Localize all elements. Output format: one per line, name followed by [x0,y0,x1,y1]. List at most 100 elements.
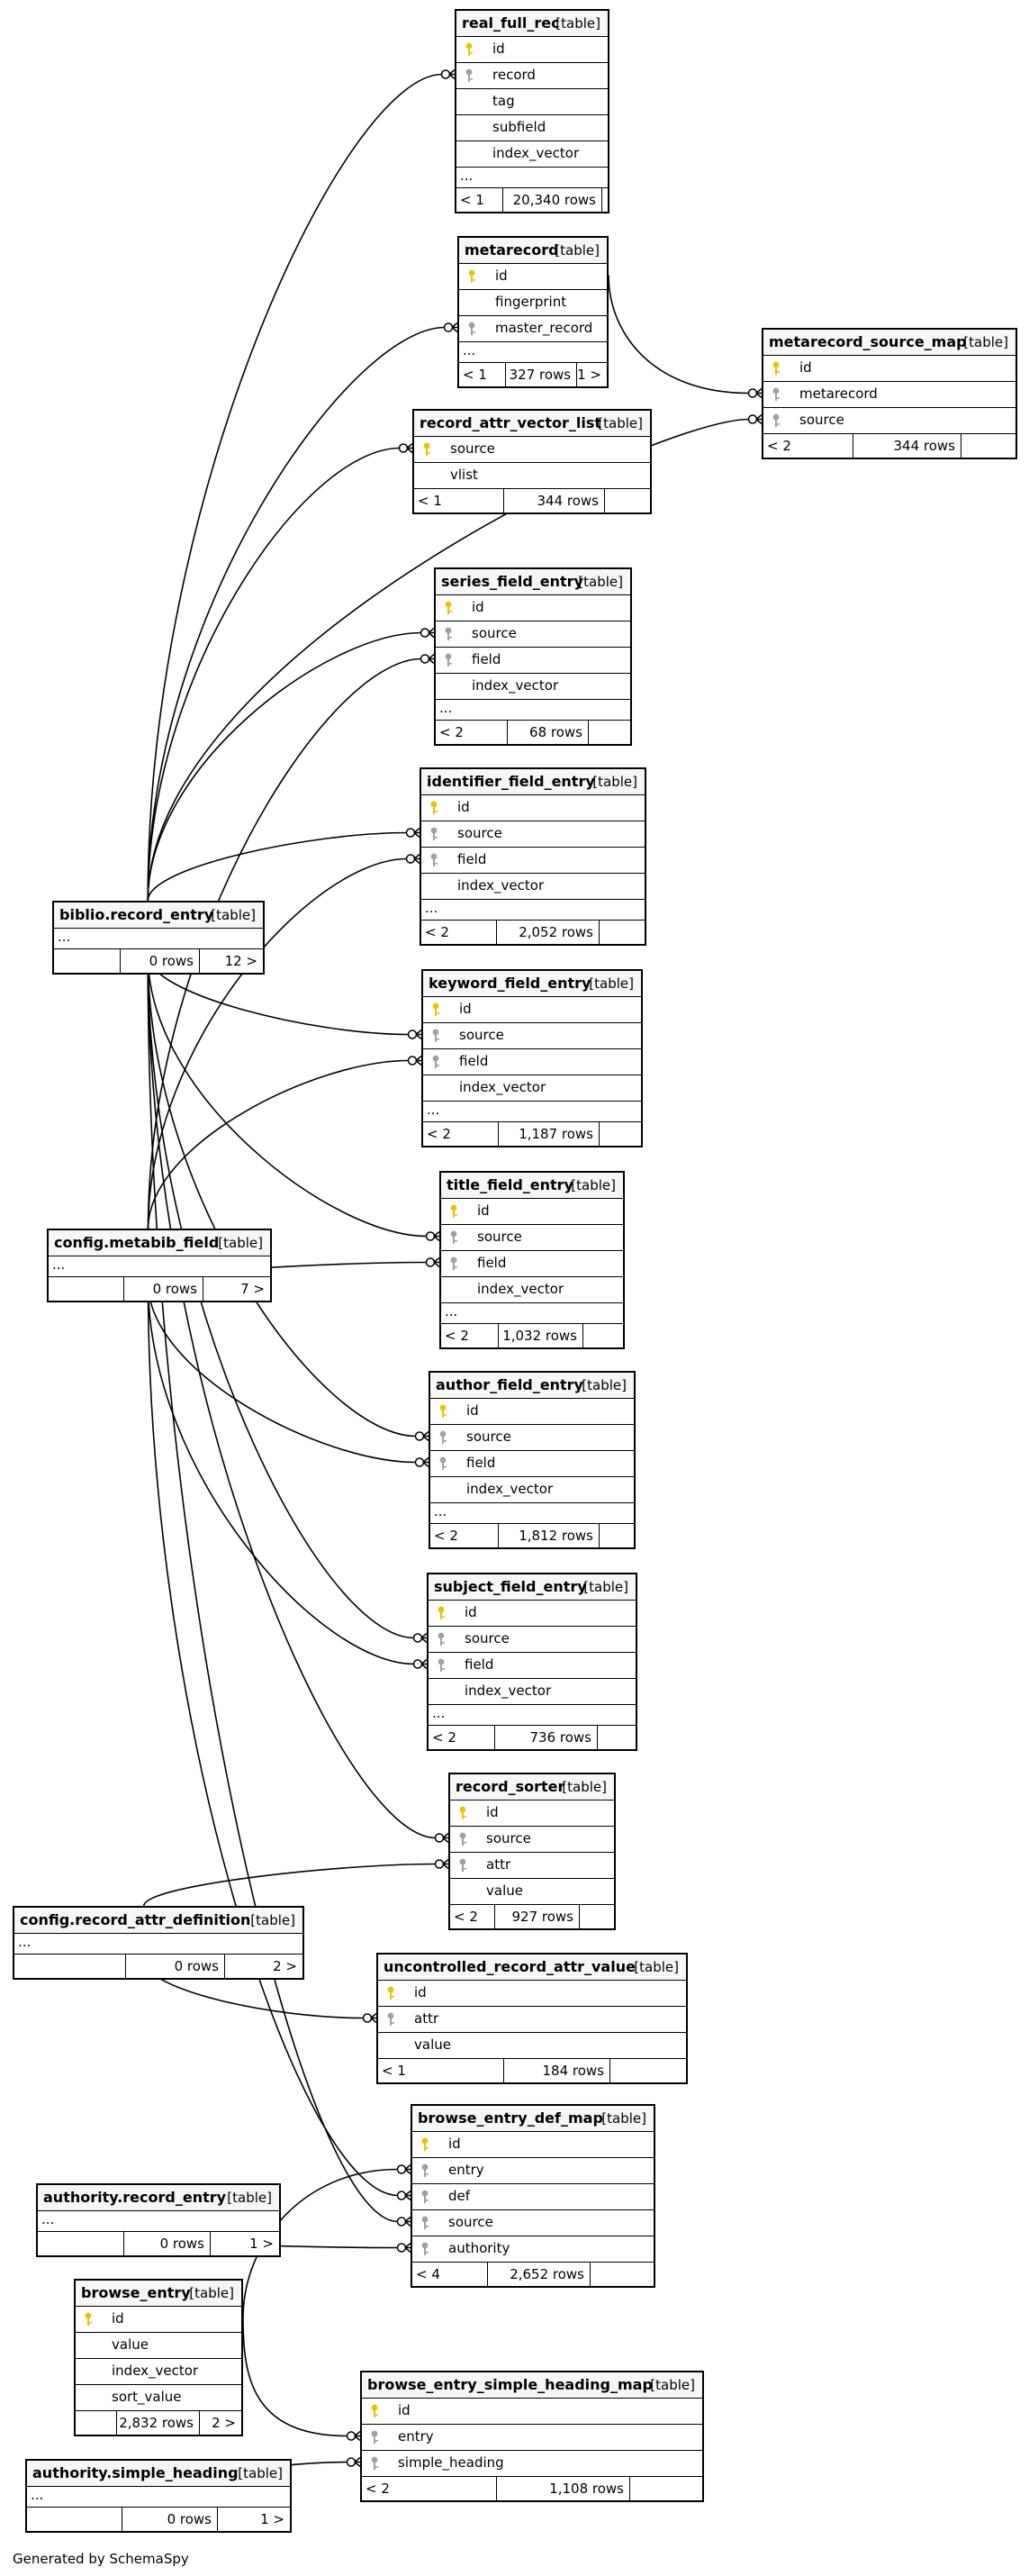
column-row[interactable]: id [429,1601,636,1627]
child-count[interactable] [630,2477,702,2500]
column-row[interactable]: value [450,1879,614,1905]
column-row[interactable]: id [456,37,608,63]
column-row[interactable]: index_vector [430,1477,634,1503]
parent-count[interactable]: < 2 [421,921,497,944]
child-count[interactable] [600,1524,634,1547]
parent-count[interactable]: < 2 [436,721,508,744]
parent-count[interactable]: < 2 [430,1524,499,1547]
child-count[interactable] [600,1122,641,1146]
column-row[interactable]: id [421,795,645,821]
column-row[interactable]: id [763,356,1015,382]
child-count[interactable] [602,188,608,212]
column-row[interactable]: id [430,1399,634,1425]
column-row[interactable]: id [423,997,641,1023]
table-header[interactable]: browse_entry[table] [76,2281,241,2307]
child-count[interactable]: 2 > [273,1958,297,1974]
child-count[interactable]: 12 > [224,953,257,969]
table-header[interactable]: real_full_rec[table] [456,11,608,37]
child-count[interactable]: 1 > [577,367,601,383]
column-row[interactable]: field [436,648,630,674]
column-row[interactable]: id [459,264,607,290]
column-row[interactable]: metarecord [763,382,1015,408]
column-row[interactable]: source [441,1225,623,1251]
column-row[interactable]: vlist [414,463,650,489]
column-row[interactable]: entry [412,2158,654,2184]
table-header[interactable]: authority.simple_heading[table] [27,2461,290,2487]
column-row[interactable]: id [441,1199,623,1225]
table-header[interactable]: metarecord[table] [459,238,607,264]
child-count[interactable] [961,434,1015,458]
parent-count[interactable]: < 2 [423,1122,499,1146]
parent-count[interactable] [38,2232,124,2255]
column-row[interactable]: subfield [456,115,608,141]
table-config-record-attr-definition[interactable]: config.record_attr_definition[table]...0… [13,1906,304,1980]
column-row[interactable]: id [450,1800,614,1827]
parent-count[interactable]: < 1 [378,2059,504,2082]
table-header[interactable]: metarecord_source_map[table] [763,330,1015,356]
parent-count[interactable]: < 1 [456,188,503,212]
table-header[interactable]: keyword_field_entry[table] [423,971,641,997]
column-row[interactable]: tag [456,89,608,115]
table-header[interactable]: title_field_entry[table] [441,1173,623,1199]
column-row[interactable]: field [423,1049,641,1075]
parent-count[interactable]: < 4 [412,2263,488,2286]
column-row[interactable]: fingerprint [459,290,607,316]
column-row[interactable]: index_vector [436,674,630,700]
column-row[interactable]: source [763,408,1015,434]
child-count[interactable] [589,721,630,744]
child-count[interactable]: 7 > [240,1281,265,1297]
child-count[interactable] [591,2263,654,2286]
table-header[interactable]: subject_field_entry[table] [429,1574,636,1601]
column-row[interactable]: source [436,621,630,648]
column-row[interactable]: sort_value [76,2385,241,2411]
table-header[interactable]: series_field_entry[table] [436,569,630,595]
parent-count[interactable] [14,1955,126,1978]
column-row[interactable]: id [378,1981,686,2007]
column-row[interactable]: index_vector [441,1277,623,1303]
column-row[interactable]: index_vector [423,1075,641,1102]
column-row[interactable]: entry [362,2425,702,2451]
column-row[interactable]: master_record [459,316,607,342]
table-header[interactable]: browse_entry_simple_heading_map[table] [362,2372,702,2399]
column-row[interactable]: def [412,2184,654,2210]
child-count[interactable] [598,1726,636,1749]
child-count[interactable] [583,1324,623,1347]
parent-count[interactable] [27,2508,122,2531]
column-row[interactable]: value [378,2033,686,2059]
parent-count[interactable] [54,949,121,973]
column-row[interactable]: source [450,1827,614,1853]
child-count[interactable] [605,489,650,512]
column-row[interactable]: id [76,2307,241,2333]
child-count[interactable]: 1 > [260,2511,284,2527]
column-row[interactable]: field [421,848,645,874]
child-count[interactable]: 2 > [212,2415,236,2431]
column-row[interactable]: source [414,437,650,463]
table-header[interactable]: config.record_attr_definition[table] [14,1908,302,1934]
column-row[interactable]: attr [450,1853,614,1879]
parent-count[interactable] [76,2411,117,2435]
parent-count[interactable]: < 1 [414,489,504,512]
parent-count[interactable]: < 2 [362,2477,497,2500]
table-authority-simple-heading[interactable]: authority.simple_heading[table]...0 rows… [25,2459,292,2533]
column-row[interactable]: index_vector [76,2359,241,2385]
column-row[interactable]: field [430,1451,634,1477]
parent-count[interactable] [49,1277,124,1301]
column-row[interactable]: attr [378,2007,686,2033]
column-row[interactable]: index_vector [429,1679,636,1705]
child-count[interactable] [580,1905,614,1928]
column-row[interactable]: source [430,1425,634,1451]
